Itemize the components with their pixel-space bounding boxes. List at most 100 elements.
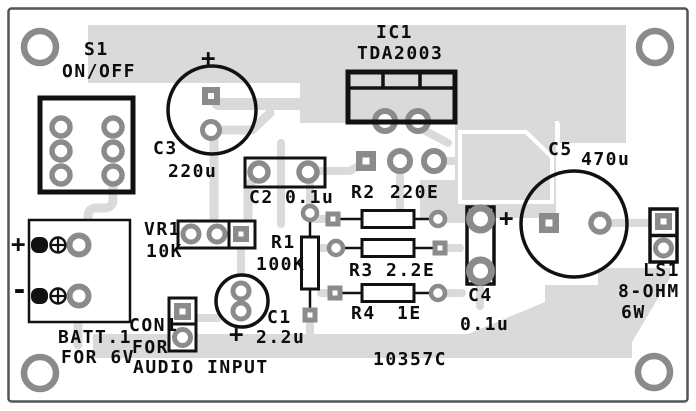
potentiometer-vr1	[176, 219, 257, 250]
pad	[49, 139, 73, 163]
mounting-hole	[635, 27, 675, 67]
isolation-island	[458, 130, 554, 204]
board-code-label: 10357C	[373, 349, 448, 370]
pad	[247, 160, 271, 184]
batt-terminal-minus	[31, 288, 48, 304]
c4-ref-label: C4	[468, 285, 493, 306]
r1-ref-label: R1	[271, 232, 296, 253]
pad	[466, 256, 495, 286]
c3-body	[166, 64, 258, 156]
resistor-r4	[327, 283, 448, 303]
connector-con1	[167, 296, 198, 353]
r4-body	[360, 283, 416, 303]
ic1-body	[345, 69, 458, 125]
pad	[49, 163, 73, 187]
pad	[300, 203, 320, 223]
pad	[588, 211, 612, 235]
vr1-ref-label: VR1	[144, 219, 182, 240]
c5-ref-label: C5	[548, 139, 573, 160]
resistor-r2	[325, 209, 448, 229]
pad	[206, 223, 228, 245]
resistor-r1	[300, 203, 320, 323]
pad	[466, 204, 495, 234]
r2-ref-label: R2	[351, 182, 376, 203]
copper-pour	[88, 25, 670, 358]
c5-value-label: 470u	[581, 149, 631, 170]
pad	[101, 115, 125, 139]
pad	[101, 163, 125, 187]
pad	[200, 119, 222, 141]
pour-isolation	[458, 121, 559, 204]
r3-body	[360, 238, 416, 258]
battery-batt1	[27, 218, 132, 324]
pad	[421, 148, 447, 174]
pad	[49, 115, 73, 139]
pad	[326, 238, 346, 258]
s1-body	[37, 95, 136, 195]
mounting-hole	[20, 27, 60, 67]
connector-ls1	[648, 207, 679, 264]
pad	[428, 283, 448, 303]
pad	[387, 148, 413, 174]
switch-s1	[37, 95, 136, 195]
con1-audio-label: AUDIO INPUT	[133, 357, 269, 378]
s1-ref-label: S1	[84, 39, 109, 60]
ls1-ohm-label: 8-OHM	[618, 281, 680, 302]
r2-value-label: 220E	[390, 182, 440, 203]
capacitor-c5	[519, 169, 629, 279]
r1-value-label: 100K	[256, 254, 306, 275]
c1-plus-label: +	[229, 320, 244, 348]
c3-plus-label: +	[201, 44, 216, 72]
r2-body	[360, 209, 416, 229]
r4-ref-label: R4	[351, 303, 376, 324]
con1-for-label: FOR	[132, 337, 170, 358]
pad	[230, 280, 252, 302]
r1-body	[300, 235, 320, 291]
s1-desc-label: ON/OFF	[62, 61, 137, 82]
pour-right-ext	[560, 123, 626, 143]
pour-bottom-band	[93, 268, 670, 358]
batt-plus-label: +	[11, 230, 26, 258]
con1-ref-label: CON1	[129, 315, 179, 336]
pad	[66, 232, 92, 258]
pour-center-column	[420, 123, 556, 218]
trace	[75, 173, 118, 250]
pad	[296, 160, 320, 184]
c1-value-label: 2.2u	[256, 327, 306, 348]
batt-desc-label: FOR 6V	[61, 347, 136, 368]
pad	[101, 139, 125, 163]
ic1-ref-label: IC1	[376, 22, 414, 43]
pad	[180, 223, 202, 245]
pad	[230, 300, 252, 322]
c3-ref-label: C3	[153, 138, 178, 159]
r3-ref-label: R3	[349, 260, 374, 281]
c5-body	[519, 169, 629, 279]
r3-value-label: 2.2E	[386, 260, 436, 281]
ic1-tda2003	[345, 69, 458, 174]
batt-minus-label: -	[11, 273, 28, 306]
ls1-watt-label: 6W	[621, 302, 646, 323]
resistor-r3	[326, 238, 448, 258]
c3-value-label: 220u	[168, 161, 218, 182]
mounting-hole	[634, 352, 674, 392]
c5-plus-label: +	[499, 204, 514, 232]
mounting-hole	[20, 353, 60, 393]
pad	[66, 283, 92, 309]
capacitor-c1	[214, 273, 270, 329]
pad	[172, 327, 193, 348]
vr1-value-label: 10K	[146, 241, 184, 262]
c2-ref-label: C2	[249, 187, 274, 208]
capacitor-c3	[166, 64, 258, 156]
r4-value-label: 1E	[397, 303, 422, 324]
pad	[428, 209, 448, 229]
ic1-part-label: TDA2003	[357, 43, 444, 64]
batt-ref-label: BATT.1	[58, 327, 133, 348]
c2-body	[243, 156, 327, 189]
board-outline	[7, 7, 689, 403]
c2-value-label: 0.1u	[285, 187, 335, 208]
ls1-ref-label: LS1	[643, 260, 681, 281]
c4-value-label: 0.1u	[460, 314, 510, 335]
capacitor-c2	[243, 156, 327, 189]
